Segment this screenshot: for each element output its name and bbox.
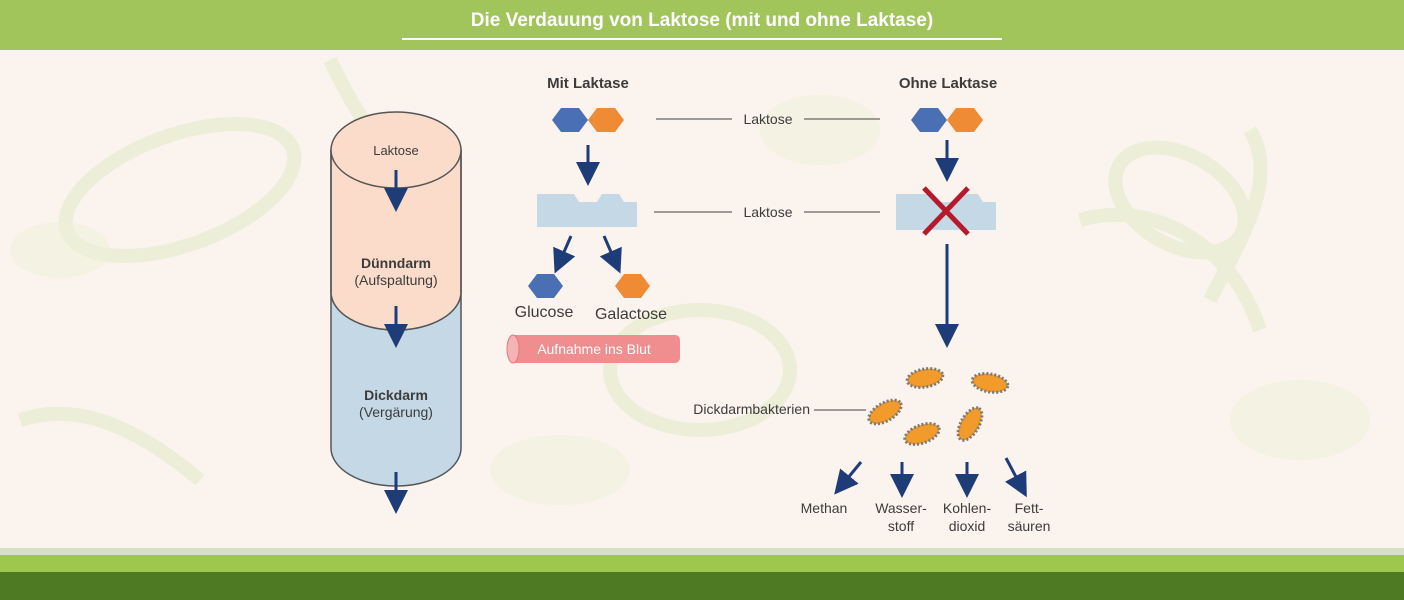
product-hydrogen-label-2: stoff	[888, 518, 914, 534]
product-methane-label: Methan	[801, 500, 848, 516]
arrow-icon	[599, 235, 622, 274]
column-top-label: Laktose	[373, 143, 419, 158]
galactose-hexagon-icon	[588, 108, 624, 132]
galactose-hexagon-icon	[947, 108, 983, 132]
product-fatty-acids-label-2: säuren	[1008, 518, 1051, 534]
connector-label-2: Laktose	[743, 204, 792, 220]
galactose-hexagon-icon	[615, 274, 650, 298]
bacteria-label: Dickdarmbakterien	[693, 401, 810, 417]
connectors: Laktose Laktose	[654, 111, 880, 220]
glucose-hexagon-icon	[552, 108, 588, 132]
intestine-column: Laktose Dünndarm (Aufspaltung) Dickdarm …	[330, 111, 462, 514]
product-hydrogen-label: Wasser-	[875, 500, 927, 516]
connector-label-1: Laktose	[743, 111, 792, 127]
background-blobs	[10, 95, 1370, 505]
blood-vessel-icon	[510, 335, 680, 363]
product-co2-label: Kohlen-	[943, 500, 992, 516]
glucose-hexagon-icon	[528, 274, 563, 298]
large-intestine-detail: (Vergärung)	[359, 404, 433, 420]
lactase-enzyme-icon	[537, 194, 637, 227]
small-intestine-detail: (Aufspaltung)	[354, 272, 437, 288]
large-intestine-label: Dickdarm	[364, 387, 428, 403]
bacteria-icon	[867, 367, 1010, 446]
without-lactase-panel: Ohne Laktase Dickdarmbakterien Methan	[693, 75, 1050, 534]
with-lactase-panel: Mit Laktase Glucose Galactose Aufnahme i…	[506, 75, 680, 364]
footer-stripe-mid	[0, 555, 1404, 572]
page-title: Die Verdauung von Laktose (mit und ohne …	[470, 10, 934, 31]
galactose-label: Galactose	[595, 306, 667, 323]
glucose-label: Glucose	[515, 304, 574, 321]
arrow-icon	[834, 461, 863, 495]
without-lactase-heading: Ohne Laktase	[899, 75, 997, 92]
with-lactase-heading: Mit Laktase	[547, 75, 629, 92]
absorption-label: Aufnahme ins Blut	[537, 341, 651, 357]
glucose-hexagon-icon	[911, 108, 947, 132]
digestion-diagram: Laktose Dünndarm (Aufspaltung) Dickdarm …	[10, 56, 1370, 534]
footer-stripe-light	[0, 548, 1404, 555]
title-underline	[402, 38, 1002, 40]
product-fatty-acids-label: Fett-	[1015, 500, 1044, 516]
header-bar: Die Verdauung von Laktose (mit und ohne …	[0, 0, 1404, 50]
product-co2-label-2: dioxid	[949, 518, 986, 534]
arrow-icon	[1004, 457, 1027, 498]
footer-stripe-dark	[0, 572, 1404, 600]
arrow-icon	[553, 235, 576, 274]
small-intestine-label: Dünndarm	[361, 255, 431, 271]
background-decoration	[17, 56, 1268, 486]
